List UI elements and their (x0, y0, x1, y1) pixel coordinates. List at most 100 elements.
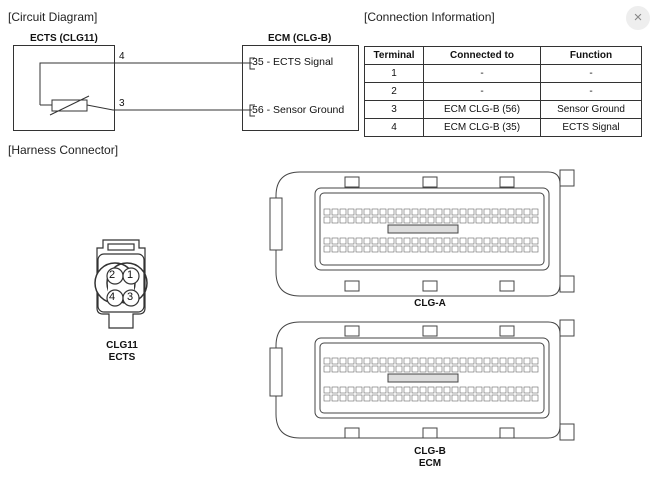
close-icon[interactable]: × (626, 6, 650, 30)
pin-cavity (531, 365, 539, 373)
cell-terminal: 2 (364, 82, 424, 101)
pin-cavity (499, 365, 507, 373)
pin-cavity (379, 237, 387, 245)
pin-cavity (427, 386, 435, 394)
pin-cavity (499, 386, 507, 394)
pin-cavity (411, 216, 419, 224)
pin-cavity (347, 208, 355, 216)
pin-cavity (435, 216, 443, 224)
pin-cavity (491, 216, 499, 224)
ects-pin-4: 4 (109, 291, 116, 303)
pin-cavity (531, 208, 539, 216)
pin-cavity (427, 365, 435, 373)
pin-cavity (411, 386, 419, 394)
pin-cavity (451, 208, 459, 216)
clgb-label-code: CLG-B (414, 446, 446, 457)
pin-cavity (323, 245, 331, 253)
ects-pin-3-label: 3 (119, 98, 125, 109)
pin-cavity (443, 386, 451, 394)
pin-cavity (531, 357, 539, 365)
pin-cavity (435, 237, 443, 245)
pin-cavity (347, 365, 355, 373)
ects-connector-label-code: CLG11 (106, 340, 138, 351)
pin-cavity (507, 357, 515, 365)
pin-cavity (331, 394, 339, 402)
pin-cavity (427, 208, 435, 216)
pin-cavity (515, 245, 523, 253)
pin-cavity (427, 245, 435, 253)
pin-cavity (387, 208, 395, 216)
pin-cavity (387, 237, 395, 245)
pin-cavity (451, 216, 459, 224)
pin-cavity (411, 394, 419, 402)
signal-wire (39, 62, 252, 105)
pin-cavity (435, 386, 443, 394)
pin-cavity (355, 357, 363, 365)
ecm-title: ECM (CLG-B) (268, 33, 332, 44)
pin-cavity (347, 394, 355, 402)
ecm-pin-56-label: 56 - Sensor Ground (252, 104, 345, 116)
clgb-connector (269, 319, 575, 441)
clga-pin-grid (323, 208, 539, 253)
pin-cavity (443, 365, 451, 373)
pin-cavity (411, 365, 419, 373)
pin-cavity (531, 394, 539, 402)
pin-cavity (395, 386, 403, 394)
pin-cavity (403, 357, 411, 365)
harness-connector-heading: [Harness Connector] (8, 143, 119, 157)
ects-title: ECTS (CLG11) (30, 33, 98, 44)
pin-cavity (467, 386, 475, 394)
pin-cavity (459, 208, 467, 216)
pin-cavity (371, 237, 379, 245)
pin-cavity (467, 357, 475, 365)
clga-connector (269, 169, 575, 297)
pin-cavity (531, 237, 539, 245)
pin-cavity (475, 386, 483, 394)
pin-cavity (331, 386, 339, 394)
pin-cavity (419, 208, 427, 216)
pin-cavity (403, 237, 411, 245)
pin-cavity (531, 386, 539, 394)
pin-cavity (515, 365, 523, 373)
pin-cavity (411, 245, 419, 253)
pin-cavity (419, 216, 427, 224)
pin-cavity (355, 237, 363, 245)
pin-cavity (523, 208, 531, 216)
connection-table: Terminal Connected to Function 1 - - 2 -… (364, 46, 642, 137)
pin-cavity (451, 386, 459, 394)
table-row: 3 ECM CLG-B (56) Sensor Ground (364, 100, 642, 119)
pin-cavity (419, 394, 427, 402)
pin-cavity (427, 357, 435, 365)
pin-cavity (387, 394, 395, 402)
table-row: 4 ECM CLG-B (35) ECTS Signal (364, 118, 642, 137)
pin-cavity (515, 357, 523, 365)
pin-cavity (459, 365, 467, 373)
pin-cavity (443, 357, 451, 365)
pin-cavity (339, 386, 347, 394)
pin-cavity (379, 365, 387, 373)
pin-cavity (339, 394, 347, 402)
pin-cavity (475, 208, 483, 216)
pin-cavity (363, 208, 371, 216)
pin-cavity (475, 216, 483, 224)
pin-cavity (323, 208, 331, 216)
pin-cavity (403, 386, 411, 394)
ground-wire (86, 104, 252, 111)
pin-cavity (483, 357, 491, 365)
pin-cavity (355, 386, 363, 394)
cell-connected-to: - (423, 82, 541, 101)
pin-cavity (419, 237, 427, 245)
pin-cavity (411, 357, 419, 365)
pin-cavity (371, 386, 379, 394)
pin-cavity (347, 386, 355, 394)
ecm-terminal-35 (249, 57, 255, 70)
pin-cavity (443, 216, 451, 224)
pin-cavity (379, 357, 387, 365)
ects-pin-3: 3 (127, 291, 134, 303)
pin-cavity (459, 237, 467, 245)
ecm-box (242, 45, 359, 131)
pin-cavity (507, 245, 515, 253)
pin-cavity (491, 386, 499, 394)
pin-cavity (371, 208, 379, 216)
